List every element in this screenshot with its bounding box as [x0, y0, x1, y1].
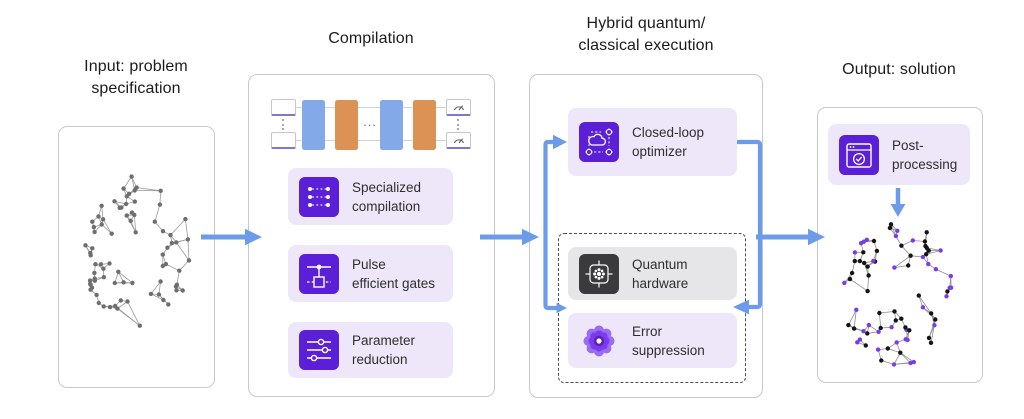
compilation-title: Compilation [271, 28, 471, 50]
card-label: Specialized compilation [352, 178, 421, 216]
card-label-line: optimizer [632, 144, 687, 159]
more-qubits-dots-icon [457, 119, 459, 130]
card-label-line: processing [892, 156, 958, 172]
card-label: Closed-loop optimizer [632, 123, 704, 161]
output-graph [842, 222, 954, 367]
gate-bar-orange [335, 100, 358, 150]
output-title-line1: Output: solution [842, 61, 956, 78]
card-label-line: Pulse [352, 256, 386, 272]
card-pulse-efficient-gates: Pulse efficient gates [288, 245, 453, 302]
window-check-icon [839, 134, 879, 175]
card-label-line: Closed-loop [632, 125, 705, 140]
card-post-processing: Post- processing [828, 124, 970, 185]
circuit-wire-top [272, 107, 470, 108]
card-quantum-hardware: Quantum hardware [568, 247, 737, 300]
card-label-line: Specialized [352, 179, 422, 195]
quantum-chip-icon [579, 253, 619, 294]
card-label: Error suppression [632, 322, 705, 360]
card-label-line: Parameter [352, 333, 416, 348]
sliders-icon [299, 330, 339, 370]
circuit-wire-bottom [272, 140, 470, 141]
gate-bar-blue [380, 100, 403, 150]
more-qubits-dots-icon [282, 119, 284, 130]
card-label-line: Post- [892, 137, 924, 153]
measure-gauge-icon [453, 138, 464, 144]
card-parameter-reduction: Parameter reduction [288, 322, 453, 378]
card-label-line: compilation [352, 198, 421, 214]
card-label-line: efficient gates [352, 275, 436, 291]
hybrid-title: Hybrid quantum/ classical execution [536, 13, 756, 57]
hybrid-title-line2: classical execution [578, 37, 714, 54]
measure-gauge-icon [453, 105, 464, 111]
qubit-init-box [271, 99, 296, 116]
gate-bar-orange [413, 100, 436, 150]
card-label: Post- processing [892, 136, 957, 174]
card-error-suppression: Error suppression [568, 313, 737, 368]
card-label: Quantum hardware [632, 255, 688, 293]
optimizer-gears-icon [579, 122, 619, 162]
card-label-line: reduction [352, 352, 408, 367]
gate-bar-blue [302, 100, 325, 150]
measurement-box [446, 99, 471, 116]
flow-arrow-hybrid-to-output [756, 228, 825, 246]
card-label-line: suppression [632, 342, 705, 358]
rosette-icon [579, 321, 619, 361]
card-label-line: Quantum [632, 256, 688, 272]
card-label: Parameter reduction [352, 331, 415, 369]
measurement-box [446, 132, 471, 149]
circuit-ellipsis: ... [363, 114, 377, 129]
card-closed-loop-optimizer: Closed-loop optimizer [568, 108, 737, 176]
card-label-line: hardware [632, 275, 689, 291]
card-specialized-compilation: Specialized compilation [288, 168, 453, 225]
card-label-line: Error [632, 323, 662, 339]
card-label: Pulse efficient gates [352, 255, 435, 293]
output-title: Output: solution [799, 59, 999, 81]
input-title: Input: problem specification [36, 56, 236, 100]
input-title-line1: Input: problem [84, 58, 188, 75]
lattice-grid-icon [299, 176, 339, 217]
hybrid-title-line1: Hybrid quantum/ [586, 15, 706, 32]
input-title-line2: specification [91, 80, 181, 97]
pulse-gate-icon [299, 253, 339, 294]
compilation-title-line1: Compilation [328, 30, 414, 47]
input-graph [83, 174, 192, 328]
qubit-init-box [271, 132, 296, 149]
